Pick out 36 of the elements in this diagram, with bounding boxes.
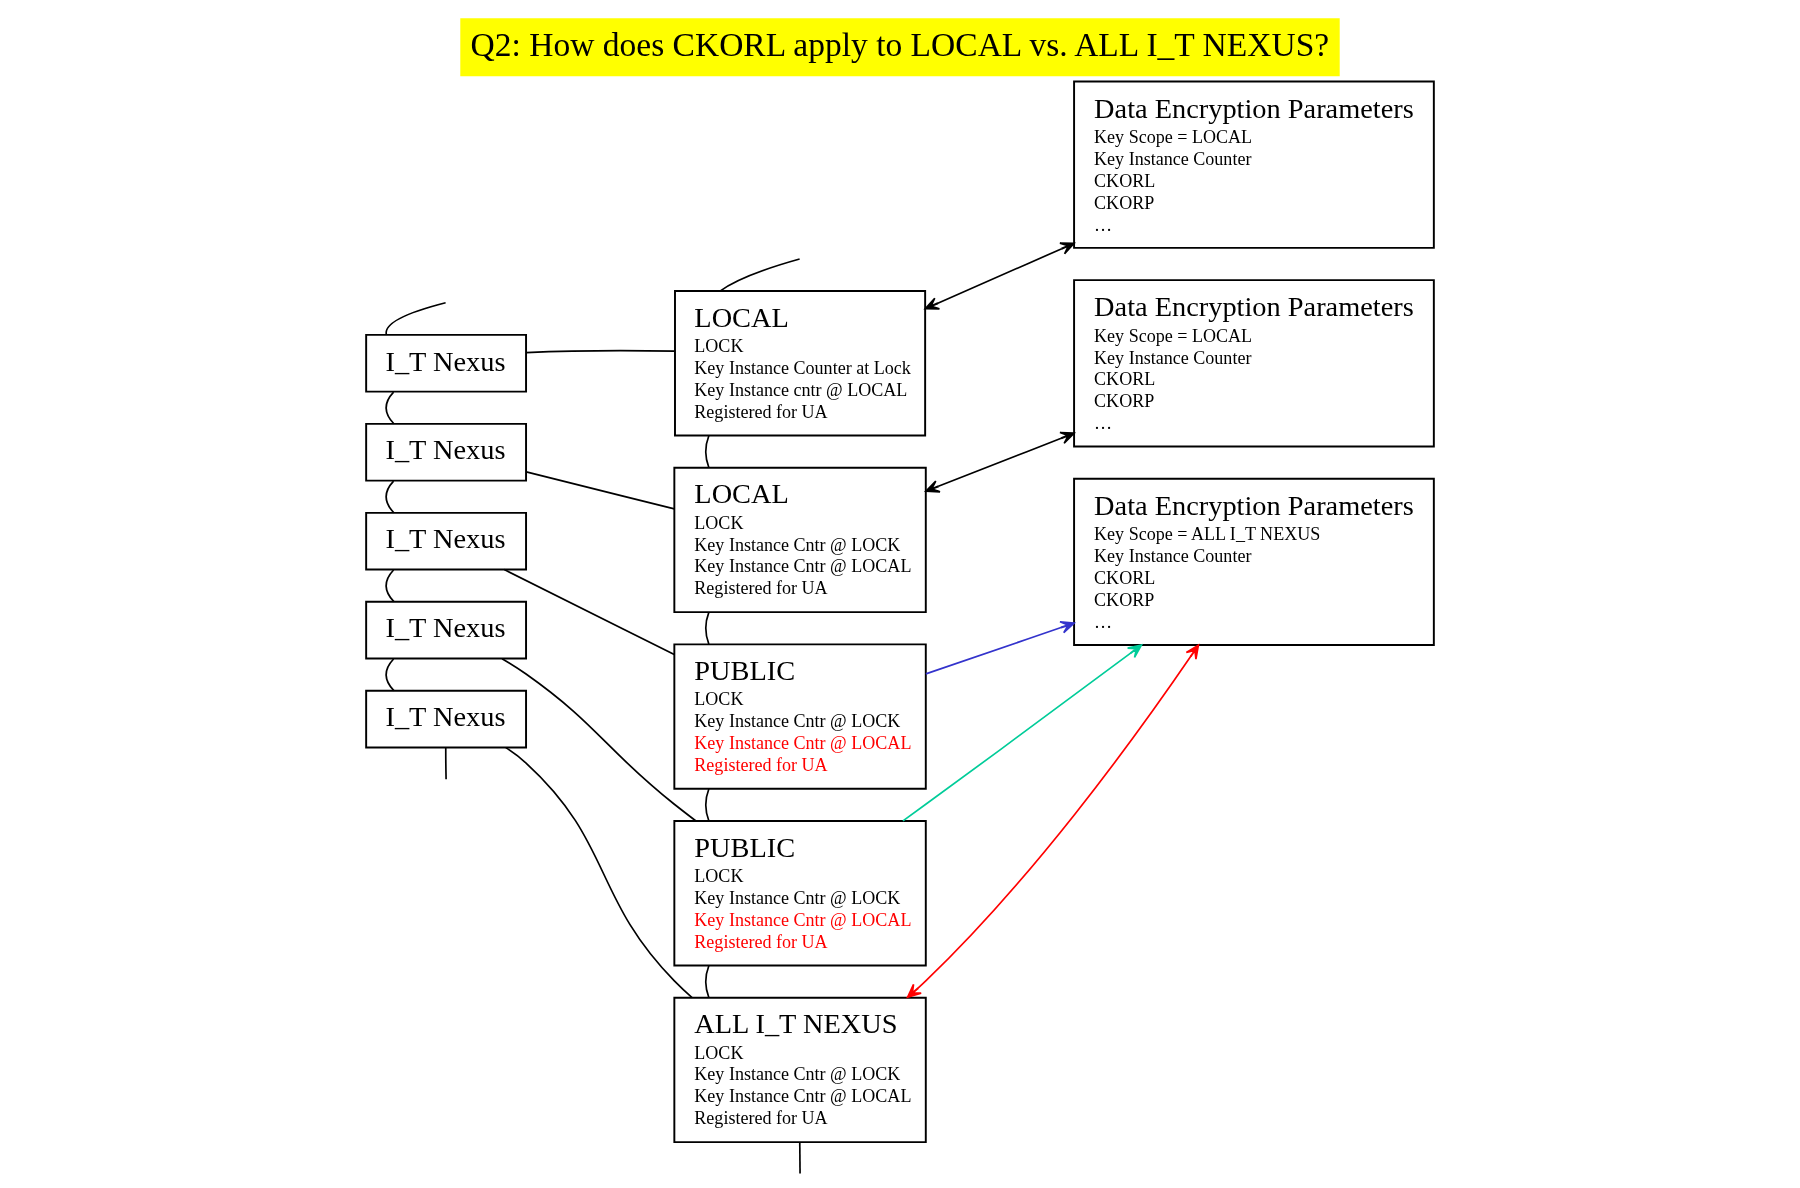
arrow	[902, 644, 1143, 822]
node-box: Data Encryption Parameters Key Scope = LOCAL Key Instance Counter CKORL CKORP …	[1073, 80, 1435, 249]
arrow	[925, 620, 1075, 675]
connector	[501, 657, 697, 822]
node-box: PUBLIC LOCK Key Instance Cntr @ LOCK Key Instance Cntr @ LOCAL Registered for UA	[673, 643, 927, 790]
node-box: LOCAL LOCK Key Instance Counter at Lock Key Instance cntr @ LOCAL Registered for UA	[674, 290, 927, 437]
node-box: ALL I_T NEXUS LOCK Key Instance Cntr @ LOCK Key Instance Cntr @ LOCAL Registered for UA	[673, 996, 927, 1144]
node-box: I_T Nexus	[365, 422, 527, 482]
connector	[704, 964, 710, 999]
node-box: I_T Nexus	[365, 511, 527, 571]
connector	[385, 658, 395, 692]
connector	[525, 349, 676, 354]
connector	[504, 746, 693, 999]
connector	[704, 788, 710, 822]
connector	[719, 258, 801, 292]
diagram-title: Q2: How does CKORL apply to LOCAL vs. ALL I_T NEXUS?	[470, 26, 1330, 64]
node-box: Data Encryption Parameters Key Scope = ALL I_T NEXUS Key Instance Counter CKORL CKORP …	[1073, 477, 1435, 646]
connector	[503, 568, 676, 656]
connector	[704, 611, 710, 645]
node-box: I_T Nexus	[365, 689, 527, 749]
connector	[385, 391, 395, 425]
connector	[444, 747, 447, 781]
node-box: LOCAL LOCK Key Instance Cntr @ LOCK Key Instance Cntr @ LOCAL Registered for UA	[673, 466, 927, 614]
arrow	[925, 431, 1075, 493]
node-box: I_T Nexus	[365, 333, 527, 393]
node-box: I_T Nexus	[365, 600, 527, 660]
connector	[525, 471, 676, 510]
connector	[385, 301, 447, 336]
connector	[704, 434, 710, 469]
arrow	[906, 644, 1200, 999]
connector	[385, 480, 395, 514]
connector	[385, 569, 395, 603]
node-box: Data Encryption Parameters Key Scope = LOCAL Key Instance Counter CKORL CKORP …	[1073, 279, 1435, 448]
node-box: PUBLIC LOCK Key Instance Cntr @ LOCK Key Instance Cntr @ LOCAL Registered for UA	[673, 820, 927, 967]
connector	[798, 1141, 801, 1175]
arrow	[924, 242, 1075, 310]
